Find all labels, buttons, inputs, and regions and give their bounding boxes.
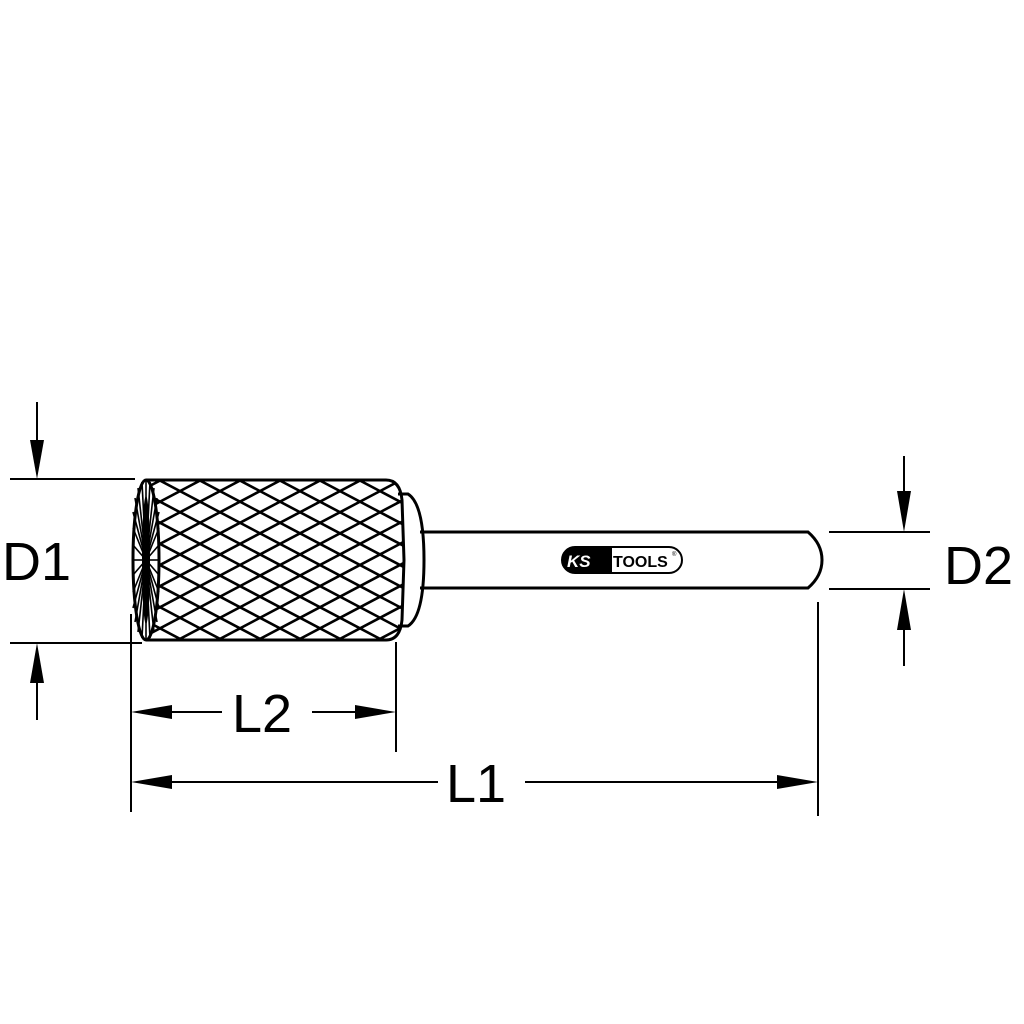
- logo-ks-text: KS: [567, 552, 591, 571]
- end-face-teeth: [131, 478, 161, 642]
- arrow-right-icon: [777, 775, 818, 789]
- dimension-d2: D2: [829, 456, 1013, 666]
- arrow-up-icon: [30, 643, 44, 683]
- arrow-down-icon: [897, 491, 911, 532]
- shank: [420, 530, 824, 590]
- l2-label: L2: [232, 684, 292, 744]
- logo-registered-mark: ®: [672, 551, 677, 558]
- cross-cut-hatching: [146, 480, 404, 640]
- ks-tools-logo: KS TOOLS ®: [561, 546, 683, 574]
- d2-label: D2: [944, 536, 1013, 596]
- d1-label: D1: [2, 532, 71, 592]
- arrow-left-icon: [131, 775, 172, 789]
- arrow-up-icon: [897, 589, 911, 630]
- dimension-l1: L1: [131, 602, 819, 816]
- l1-label: L1: [446, 754, 506, 814]
- cutting-head: [131, 478, 406, 642]
- neck-collar: [398, 492, 426, 628]
- dimension-d1: D1: [2, 402, 142, 720]
- dimension-l2: L2: [130, 614, 397, 812]
- arrow-right-icon: [355, 705, 396, 719]
- arrow-left-icon: [131, 705, 172, 719]
- logo-tools-text: TOOLS: [613, 554, 668, 571]
- arrow-down-icon: [30, 440, 44, 479]
